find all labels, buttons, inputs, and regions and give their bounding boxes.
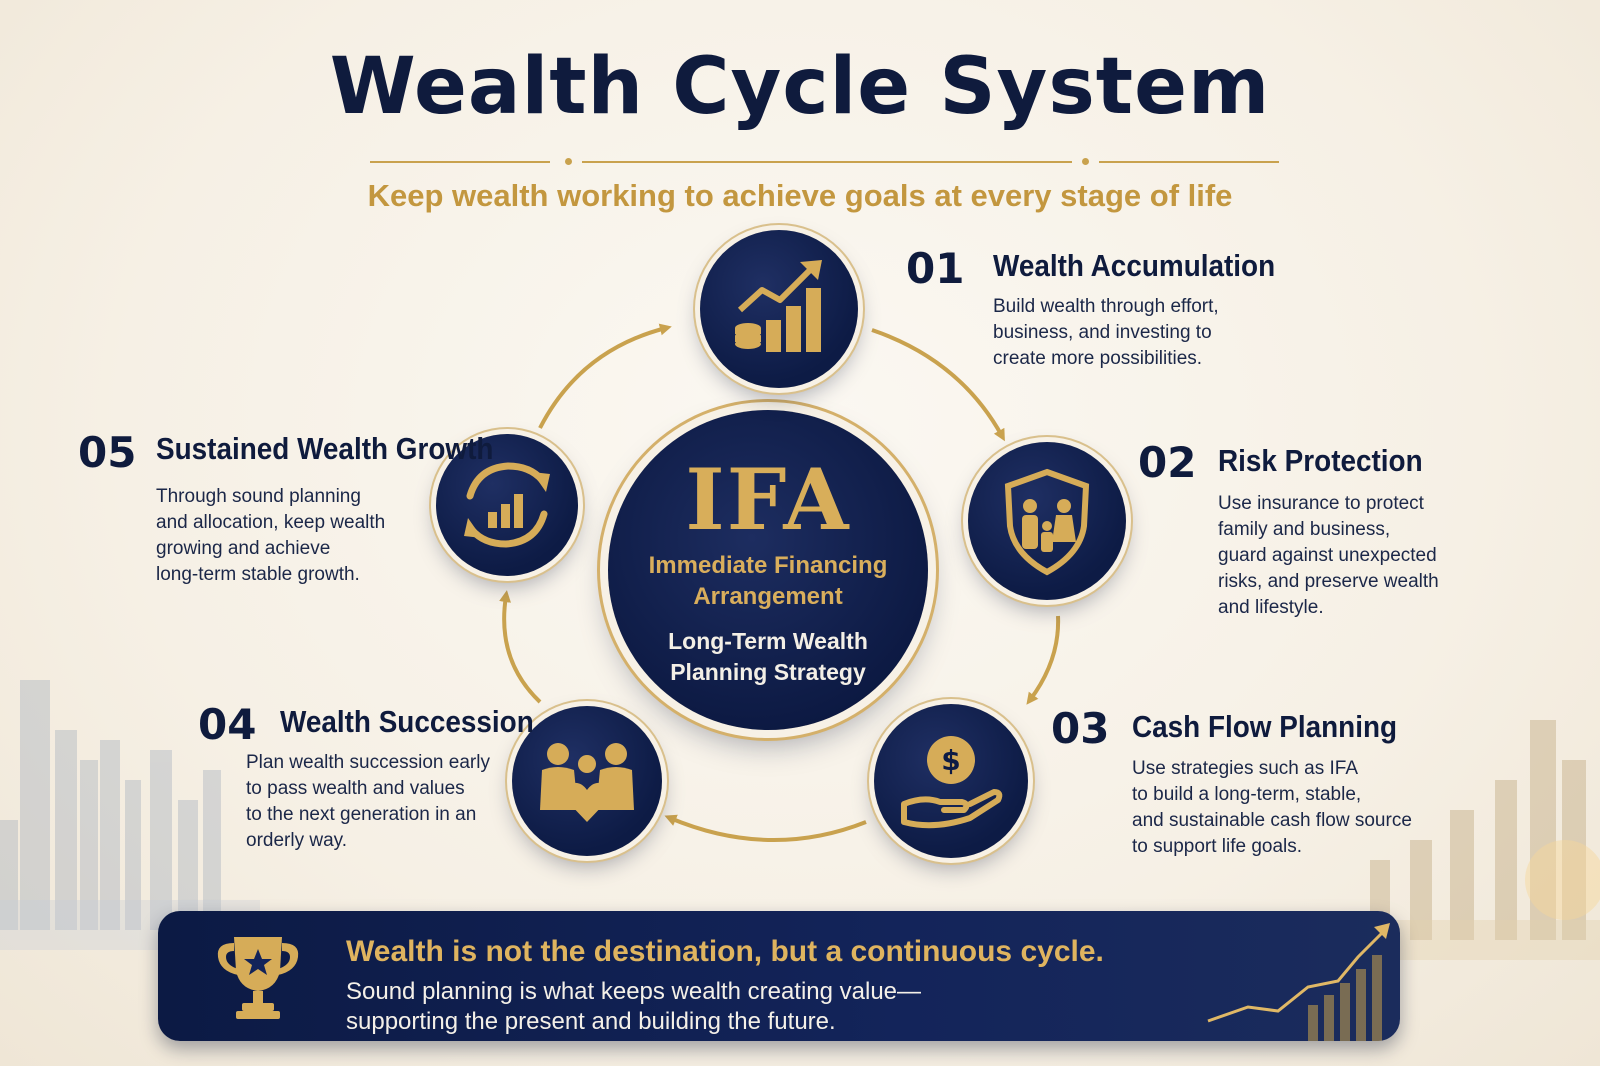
arrow-04-to-05 (499, 590, 542, 704)
arrow-02-to-03 (1026, 615, 1061, 705)
center-abbreviation: IFA (685, 450, 851, 549)
stage-03-number: 03 (1051, 704, 1110, 753)
stage-01-number: 01 (906, 244, 965, 293)
title-divider-right (1099, 161, 1279, 163)
page-title: Wealth Cycle System (329, 42, 1271, 132)
stage-05-number: 05 (78, 428, 137, 477)
stage-02-description: Use insurance to protect family and busi… (1218, 493, 1439, 618)
stage-05-title: Sustained Wealth Growth (156, 431, 494, 466)
title-divider-left (370, 161, 550, 163)
stage-01-title: Wealth Accumulation (993, 248, 1276, 283)
stage-04-node (512, 706, 662, 856)
center-tagline: Long-Term Wealth Planning Strategy (668, 628, 868, 685)
stage-01-node (700, 230, 858, 388)
arrow-03-to-04 (664, 814, 867, 843)
center-full-name: Immediate Financing Arrangement (648, 552, 888, 610)
center-ifa-circle: IFA Immediate Financing Arrangement Long… (608, 410, 928, 730)
title-divider-middle (582, 161, 1072, 163)
title-divider-dot-right (1082, 158, 1089, 165)
banner-body: Sound planning is what keeps wealth crea… (346, 978, 922, 1035)
stage-04-title: Wealth Succession (280, 704, 534, 739)
cycle-growth-icon (464, 462, 550, 548)
stage-05-description: Through sound planning and allocation, k… (156, 486, 386, 585)
banner-headline: Wealth is not the destination, but a con… (346, 935, 1104, 968)
stage-02-title: Risk Protection (1218, 443, 1423, 478)
title-divider-dot-left (565, 158, 572, 165)
family-shield-icon (1004, 468, 1090, 576)
stage-03-description: Use strategies such as IFA to build a lo… (1132, 758, 1412, 857)
family-heart-icon (540, 743, 634, 822)
stage-05-node (436, 434, 578, 576)
arrow-01-to-02 (871, 328, 1005, 442)
stage-03-title: Cash Flow Planning (1132, 709, 1398, 744)
rising-chart-decoration (1207, 923, 1390, 1041)
stage-04-number: 04 (198, 700, 257, 749)
stage-01-description: Build wealth through effort, business, a… (993, 296, 1219, 369)
trophy-star-icon (217, 937, 299, 1019)
summary-banner: Wealth is not the destination, but a con… (158, 911, 1400, 1041)
growth-chart-coins-icon (735, 260, 822, 352)
stage-04-description: Plan wealth succession early to pass wea… (246, 752, 490, 851)
page-subtitle: Keep wealth working to achieve goals at … (367, 178, 1233, 213)
stage-02-node (968, 442, 1126, 600)
stage-03-node: $ (874, 704, 1028, 858)
stage-02-number: 02 (1138, 438, 1197, 487)
arrow-05-to-01 (538, 323, 672, 429)
hand-dollar-coin-icon: $ (901, 736, 1003, 829)
svg-text:$: $ (941, 744, 960, 777)
